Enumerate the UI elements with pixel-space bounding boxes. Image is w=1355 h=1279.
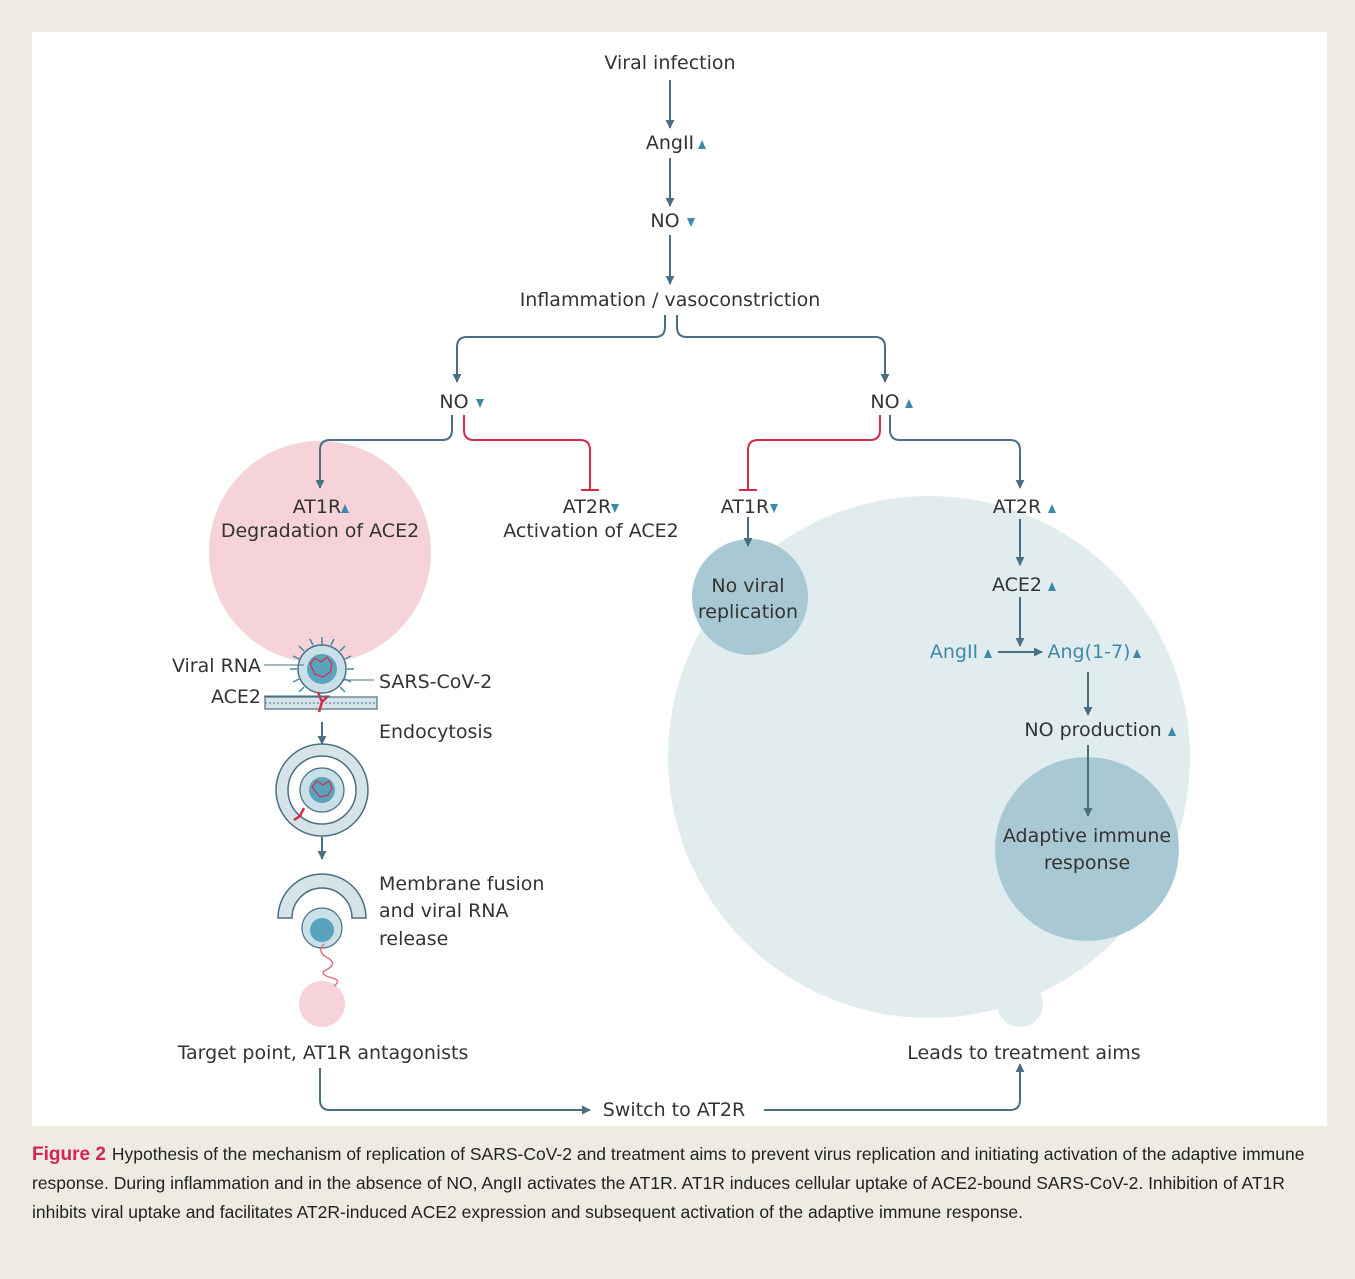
up-triangle-icon bbox=[341, 504, 349, 513]
up-triangle-icon bbox=[1133, 649, 1141, 658]
ang17-label: Ang(1-7) bbox=[1048, 641, 1131, 663]
up-triangle-icon bbox=[905, 399, 913, 408]
caption-text: Hypothesis of the mechanism of replicati… bbox=[32, 1144, 1305, 1222]
virus-binding-icon bbox=[264, 637, 378, 713]
endocytosis-label: Endocytosis bbox=[379, 721, 493, 743]
switch-label: Switch to AT2R bbox=[603, 1099, 745, 1121]
target-point-label: Target point, AT1R antagonists bbox=[177, 1042, 469, 1064]
no-viral-label-2: replication bbox=[698, 601, 798, 623]
ace2-right-label: ACE2 bbox=[992, 574, 1042, 596]
at1r-right-label: AT1R bbox=[721, 496, 769, 518]
up-triangle-icon bbox=[698, 140, 706, 149]
at2r-right-label: AT2R bbox=[993, 496, 1041, 518]
adaptive-label-2: response bbox=[1044, 852, 1130, 874]
up-triangle-icon bbox=[984, 649, 992, 658]
arrow-no-at1r-left bbox=[315, 415, 453, 489]
inflammation-label: Inflammation / vasoconstriction bbox=[520, 289, 821, 311]
no-viral-label-1: No viral bbox=[711, 575, 784, 597]
angii-top-label: AngII bbox=[646, 132, 694, 154]
no-replication-circle bbox=[692, 539, 808, 655]
no-top-label: NO bbox=[650, 210, 679, 232]
arrow-split-right bbox=[676, 315, 890, 383]
mechanism-diagram: Viral infection AngII NO Inflammation / … bbox=[172, 52, 1190, 1121]
arrow-switch-right bbox=[764, 1063, 1025, 1111]
fusion-label-2: and viral RNA bbox=[379, 900, 509, 922]
adaptive-label-1: Adaptive immune bbox=[1003, 825, 1171, 847]
treatment-aims-legend-dot bbox=[997, 981, 1043, 1027]
arrow-switch-left bbox=[319, 1068, 591, 1115]
adaptive-immune-circle bbox=[995, 757, 1179, 941]
activation-label: Activation of ACE2 bbox=[503, 520, 679, 542]
inhibit-no-at2r-left bbox=[463, 415, 591, 489]
no-right-label: NO bbox=[870, 391, 899, 413]
degradation-label: Degradation of ACE2 bbox=[221, 520, 419, 542]
treatment-aims-label: Leads to treatment aims bbox=[907, 1042, 1140, 1064]
endocytosis-vesicle-icon bbox=[275, 743, 369, 837]
viral-rna-label: Viral RNA bbox=[172, 655, 261, 677]
arrow-no-at2r-right bbox=[889, 415, 1025, 489]
down-triangle-icon bbox=[611, 504, 619, 513]
down-triangle-icon bbox=[476, 399, 484, 408]
no-left-label: NO bbox=[439, 391, 468, 413]
up-triangle-icon bbox=[1048, 504, 1056, 513]
figure-panel: Viral infection AngII NO Inflammation / … bbox=[32, 32, 1327, 1126]
sars-cov-2-label: SARS-CoV-2 bbox=[379, 671, 492, 693]
at1r-left-label: AT1R bbox=[293, 496, 341, 518]
arrow-split-left bbox=[452, 315, 666, 383]
figure-label: Figure 2 bbox=[32, 1144, 106, 1165]
fusion-label-3: release bbox=[379, 928, 448, 950]
membrane-fusion-icon bbox=[277, 873, 367, 987]
up-triangle-icon bbox=[1168, 727, 1176, 736]
at2r-left-label: AT2R bbox=[563, 496, 611, 518]
up-triangle-icon bbox=[1048, 582, 1056, 591]
fusion-label-1: Membrane fusion bbox=[379, 873, 544, 895]
target-point-legend-dot bbox=[299, 981, 345, 1027]
inhibit-no-at1r-right bbox=[747, 415, 881, 489]
down-triangle-icon bbox=[770, 504, 778, 513]
no-production-label: NO production bbox=[1024, 719, 1161, 741]
at1r-pink-circle bbox=[209, 441, 431, 663]
viral-infection-label: Viral infection bbox=[604, 52, 735, 74]
ace2-diagram-label: ACE2 bbox=[211, 686, 261, 708]
down-triangle-icon bbox=[687, 218, 695, 227]
angii-right-label: AngII bbox=[930, 641, 978, 663]
